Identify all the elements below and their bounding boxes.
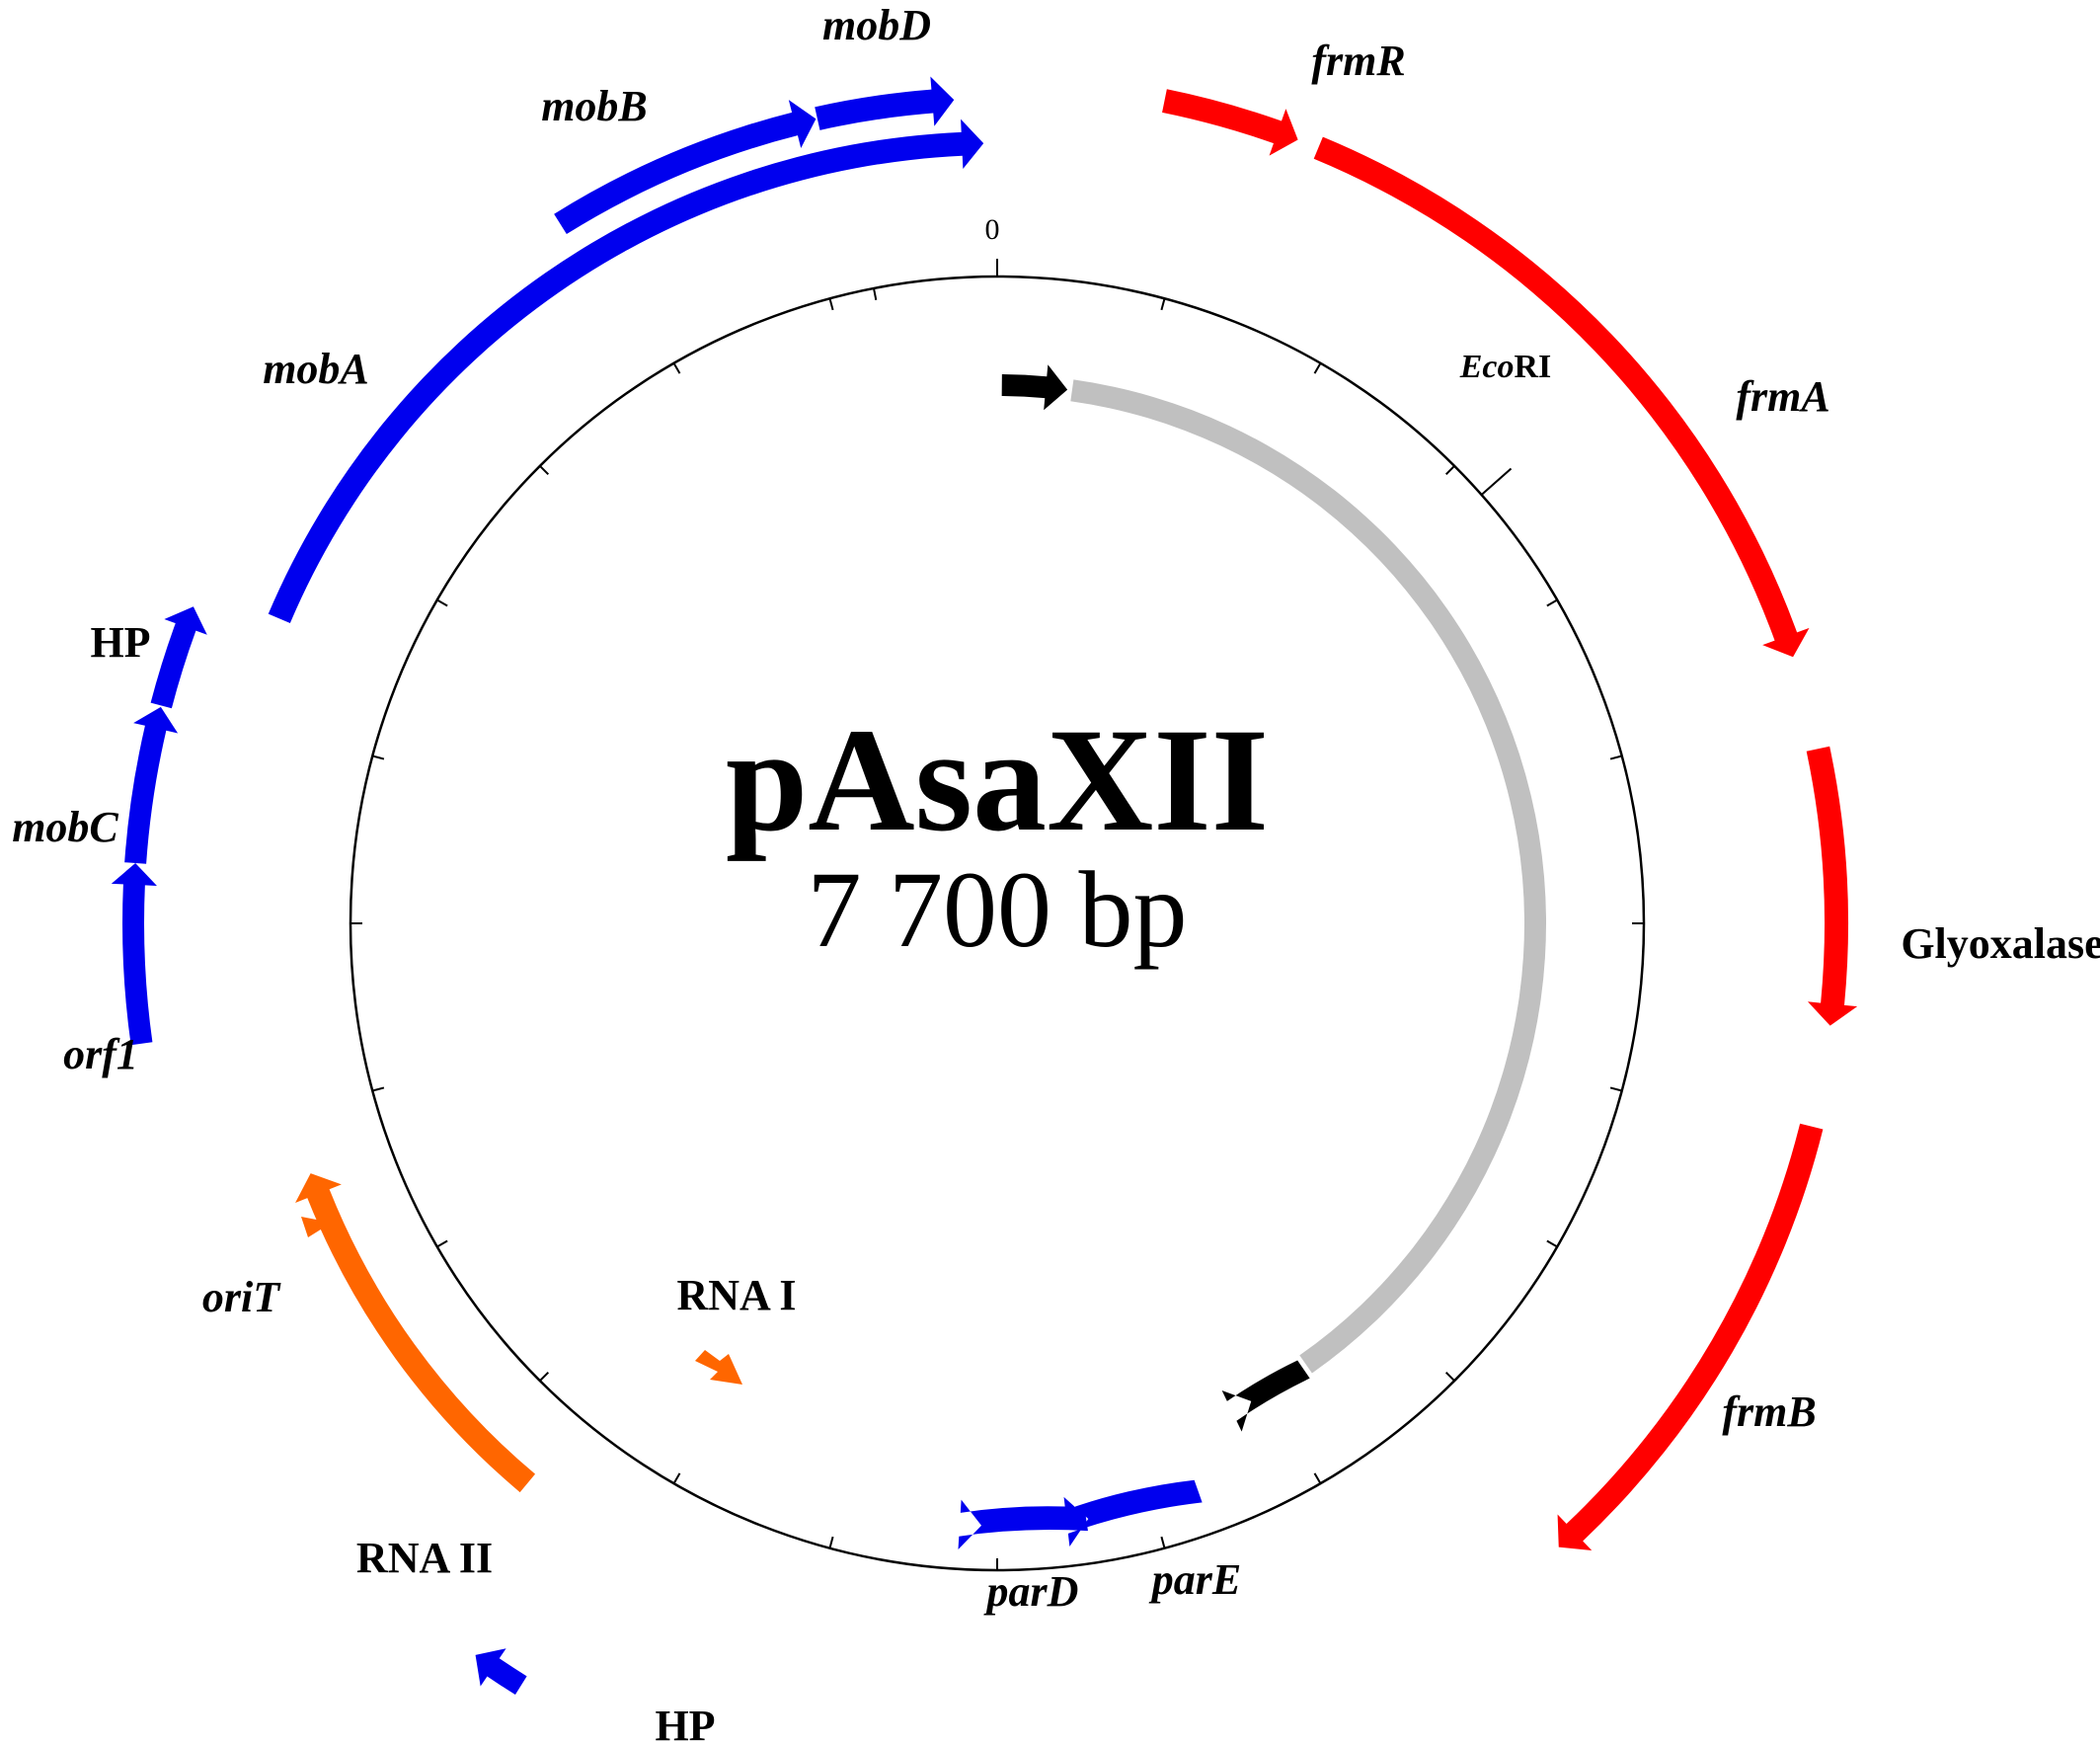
insert-end-arrow — [1221, 1360, 1310, 1432]
backbone-tick — [1609, 1086, 1622, 1092]
backbone-tick — [436, 598, 448, 607]
backbone-tick — [1609, 754, 1622, 760]
backbone-tick — [1546, 598, 1558, 607]
backbone-tick — [1444, 1371, 1455, 1382]
hp-left-gene-arrow — [150, 606, 207, 709]
backbone-ticks — [350, 259, 1644, 1570]
ecori-plain-part: RI — [1514, 349, 1551, 385]
plasmid-name: pAsaXII — [726, 698, 1269, 862]
mobD-gene-arrow — [815, 76, 955, 130]
ecori-site-label: EcoRI — [1459, 349, 1552, 385]
plasmid-size: 7 700 bp — [808, 849, 1188, 970]
label-mobA: mobA — [263, 345, 369, 393]
label-mobD: mobD — [822, 1, 931, 49]
backbone-tick — [1313, 362, 1322, 374]
backbone-tick — [1444, 465, 1455, 476]
frmA-gene-arrow — [1313, 136, 1810, 658]
backbone-tick — [1160, 1536, 1166, 1548]
ecori-italic-part: Eco — [1459, 349, 1515, 385]
orf1-gene-arrow — [111, 862, 157, 1046]
backbone-tick — [828, 298, 834, 311]
frmB-gene-arrow — [1557, 1123, 1824, 1551]
label-frmR: frmR — [1311, 37, 1405, 85]
label-parE: parE — [1148, 1555, 1241, 1604]
label-rna1: RNA I — [676, 1271, 796, 1319]
rna1-gene-arrow — [695, 1350, 742, 1385]
mobB-gene-arrow — [554, 100, 817, 235]
label-frmB: frmB — [1722, 1388, 1816, 1436]
label-mobB: mobB — [541, 82, 648, 130]
backbone-tick — [1160, 298, 1166, 311]
label-orf1: orf1 — [63, 1030, 138, 1078]
label-oriT: oriT — [202, 1273, 281, 1321]
backbone-tick — [672, 362, 681, 374]
hp-bottom-gene-arrow — [475, 1648, 527, 1696]
backbone-tick — [1313, 1472, 1322, 1484]
mobC-gene-arrow — [124, 706, 179, 864]
backbone-tick — [828, 1536, 834, 1548]
glyoxalase-gene-arrow — [1806, 746, 1858, 1026]
label-parD: parD — [983, 1567, 1079, 1616]
label-hp-bottom: HP — [655, 1702, 715, 1745]
ecori-tick — [1480, 467, 1513, 496]
label-hp-left: HP — [90, 618, 150, 667]
backbone-tick — [873, 287, 878, 301]
frmR-gene-arrow — [1162, 89, 1298, 156]
backbone-tick — [1546, 1239, 1558, 1248]
backbone-tick — [372, 1086, 385, 1092]
label-rna2: RNA II — [356, 1534, 493, 1582]
origin-zero-label: 0 — [985, 213, 1000, 246]
rna2-gene-arrow — [295, 1173, 536, 1493]
oriT-marker — [301, 1217, 332, 1237]
parD-gene-arrow — [958, 1499, 1088, 1549]
label-frmA: frmA — [1736, 372, 1829, 421]
backbone-tick — [672, 1472, 681, 1484]
backbone-tick — [372, 754, 385, 760]
label-mobC: mobC — [12, 803, 118, 851]
backbone-tick — [436, 1239, 448, 1248]
insert-start-arrow — [1001, 364, 1068, 411]
label-glyoxalase: Glyoxalase — [1901, 919, 2100, 968]
feature-arcs — [111, 76, 1858, 1696]
backbone-tick — [539, 465, 550, 476]
backbone-tick — [539, 1371, 550, 1382]
parE-gene-arrow — [1063, 1479, 1203, 1547]
